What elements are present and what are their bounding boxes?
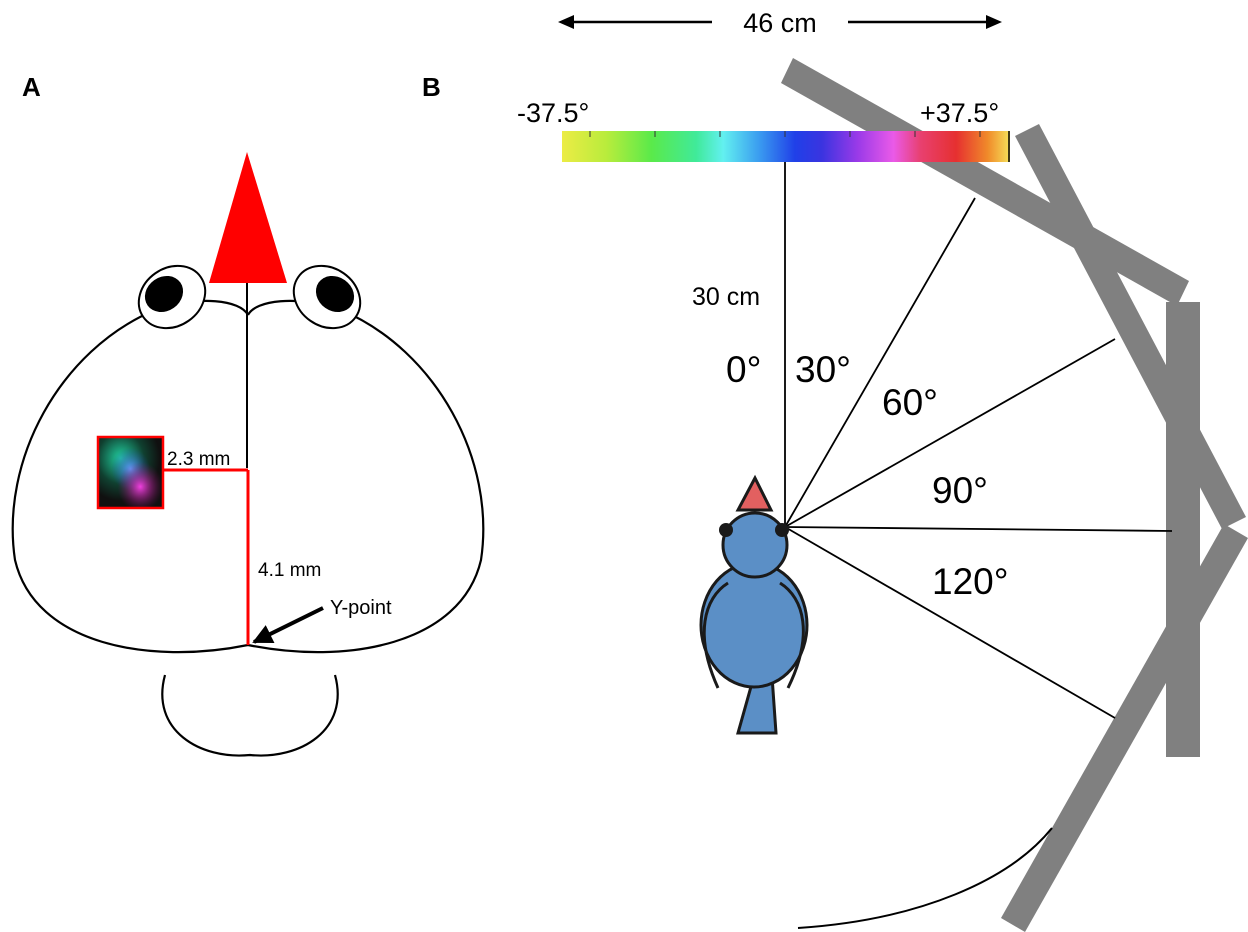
y-point-label: Y-point [330, 597, 392, 619]
panel-b-label: B [422, 72, 441, 102]
bird-head [721, 511, 789, 579]
scale-max-label: +37.5° [920, 98, 999, 128]
field-arc [797, 827, 1053, 929]
color-scale-bar [562, 131, 1010, 162]
bird-figure [699, 474, 809, 735]
width-arrow [558, 15, 1002, 29]
bird-right-eye [775, 523, 789, 537]
bird-right-wing [779, 581, 805, 689]
screen-1 [781, 58, 1189, 306]
angle-label-120: 120° [932, 561, 1009, 602]
angle-label-90: 90° [932, 470, 988, 511]
width-label: 46 cm [743, 8, 817, 38]
bird-left-wing [702, 581, 729, 689]
y-point-arrow [252, 606, 324, 644]
ml-distance-label: 2.3 mm [167, 449, 230, 470]
distance-label: 30 cm [692, 283, 760, 311]
panel-a: A 2.3 mm [11, 72, 485, 757]
bird-left-eye [719, 523, 733, 537]
right-eye [292, 264, 362, 330]
viewing-angle-lines [784, 162, 1173, 719]
screen-3 [1166, 302, 1200, 757]
angle-label-60: 60° [882, 382, 938, 423]
angle-line-60 [784, 338, 1116, 528]
cerebellum [161, 674, 339, 757]
bird-hat [735, 474, 774, 512]
angle-line-90 [784, 526, 1173, 532]
monitor-screens [781, 58, 1248, 932]
screen-4 [1001, 524, 1248, 932]
heading-marker [209, 152, 287, 283]
scale-min-label: -37.5° [517, 98, 589, 128]
left-eye [137, 264, 207, 330]
angle-line-30 [784, 197, 976, 528]
screen-2 [1015, 124, 1246, 529]
panel-a-label: A [22, 72, 41, 102]
panel-b: B 46 cm [422, 8, 1248, 932]
angle-line-120 [784, 526, 1116, 719]
bird-body [699, 561, 809, 689]
angle-label-30: 30° [795, 349, 851, 390]
ap-distance-label: 4.1 mm [258, 560, 321, 581]
retinotopic-map-inset [96, 435, 165, 510]
angle-label-0: 0° [726, 349, 761, 390]
